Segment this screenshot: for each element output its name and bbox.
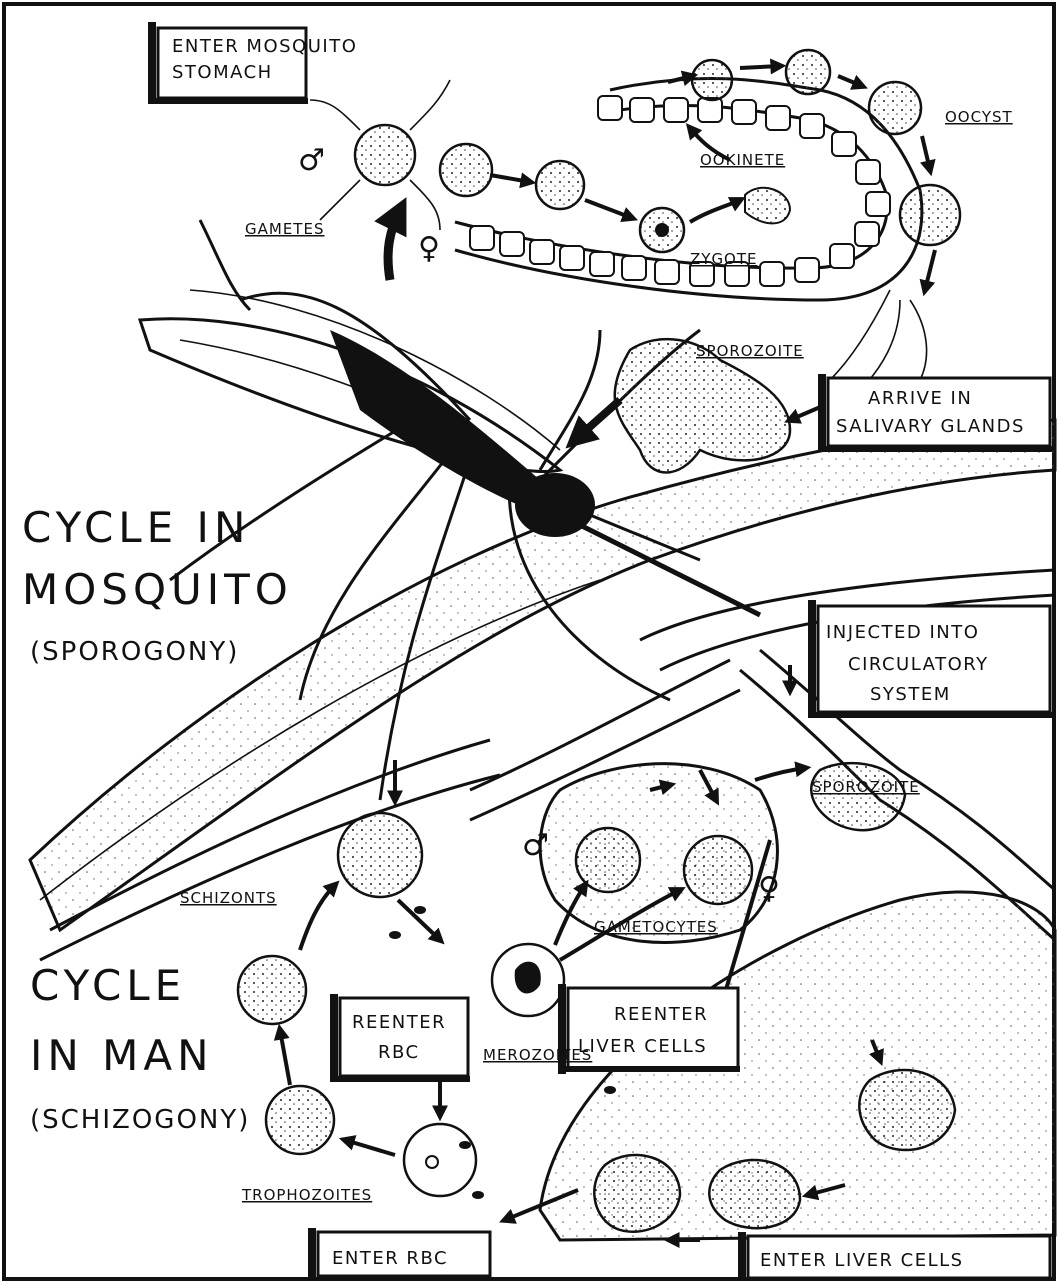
male-gamete xyxy=(355,125,415,185)
label-gametocytes: GAMETOCYTES xyxy=(594,918,718,936)
male-symbol-top: ♂ xyxy=(298,143,325,178)
male-gametocyte xyxy=(576,828,640,892)
caption-reenter-rbc: REENTER RBC xyxy=(330,994,470,1082)
mosquito-stomach xyxy=(455,78,922,300)
ookinete-cell xyxy=(745,188,790,224)
caption-enter-liver-cells: ENTER LIVER CELLS xyxy=(738,1232,1050,1280)
caption-enter-rbc: ENTER RBC xyxy=(308,1228,490,1280)
rupturing-oocyst xyxy=(830,290,927,390)
label-oocyst: OOCYST xyxy=(945,108,1013,126)
liver-cell-4 xyxy=(594,1155,680,1232)
liver-cell-3 xyxy=(709,1160,800,1228)
enter-rbc-text: ENTER RBC xyxy=(332,1248,448,1269)
oocysts xyxy=(692,50,960,390)
injected-line1: INJECTED INTO xyxy=(826,622,979,643)
enter-stomach-line1: ENTER MOSQUITO xyxy=(172,36,357,57)
label-sporozoite-mid: SPOROZOITE xyxy=(812,778,920,796)
female-gametocyte xyxy=(684,836,752,904)
reenter-rbc-line1: REENTER xyxy=(352,1012,446,1033)
label-schizonts: SCHIZONTS xyxy=(180,889,277,907)
salivary-line2: SALIVARY GLANDS xyxy=(836,416,1025,437)
schizont-rbc xyxy=(238,956,306,1024)
caption-arrive-salivary-glands: ARRIVE IN SALIVARY GLANDS xyxy=(818,374,1052,452)
female-symbol-bottom: ♀ xyxy=(758,871,780,906)
label-sporozoite-top: SPOROZOITE xyxy=(696,342,804,360)
injected-line2: CIRCULATORY xyxy=(848,654,989,675)
trophozoite-rbc xyxy=(266,1086,334,1154)
title-man-line2: IN MAN xyxy=(30,1031,214,1080)
rbc xyxy=(404,1124,476,1196)
title-mosquito-line1: CYCLE IN xyxy=(22,503,250,552)
label-merozoites: MEROZOITES xyxy=(483,1046,592,1064)
schizont-cell xyxy=(338,813,422,897)
enter-stomach-line2: STOMACH xyxy=(172,62,273,83)
reenter-liver-line1: REENTER xyxy=(614,1004,708,1025)
reenter-rbc-line2: RBC xyxy=(378,1042,420,1063)
liver-cell-1 xyxy=(811,763,905,830)
title-man-line3: (SCHIZOGONY) xyxy=(30,1105,250,1135)
title-mosquito-line2: MOSQUITO xyxy=(22,565,293,614)
salivary-line1: ARRIVE IN xyxy=(868,388,972,409)
label-zygote: ZYGOTE xyxy=(690,250,758,268)
injected-line3: SYSTEM xyxy=(870,684,951,705)
label-ookinete: OOKINETE xyxy=(700,151,785,169)
title-man-line1: CYCLE xyxy=(30,961,186,1010)
caption-injected-circulatory: INJECTED INTO CIRCULATORY SYSTEM xyxy=(808,600,1052,718)
reenter-liver-line2: LIVER CELLS xyxy=(578,1036,707,1057)
male-symbol-bottom: ♂ xyxy=(522,828,549,863)
label-trophozoites: TROPHOZOITES xyxy=(241,1186,372,1204)
label-gametes: GAMETES xyxy=(245,220,324,238)
enter-liver-text: ENTER LIVER CELLS xyxy=(760,1250,964,1271)
caption-enter-mosquito-stomach: ENTER MOSQUITO STOMACH xyxy=(148,22,357,104)
title-mosquito-line3: (SPOROGONY) xyxy=(30,637,239,667)
female-symbol-top: ♀ xyxy=(418,231,440,266)
liver-cell-2 xyxy=(859,1070,955,1150)
